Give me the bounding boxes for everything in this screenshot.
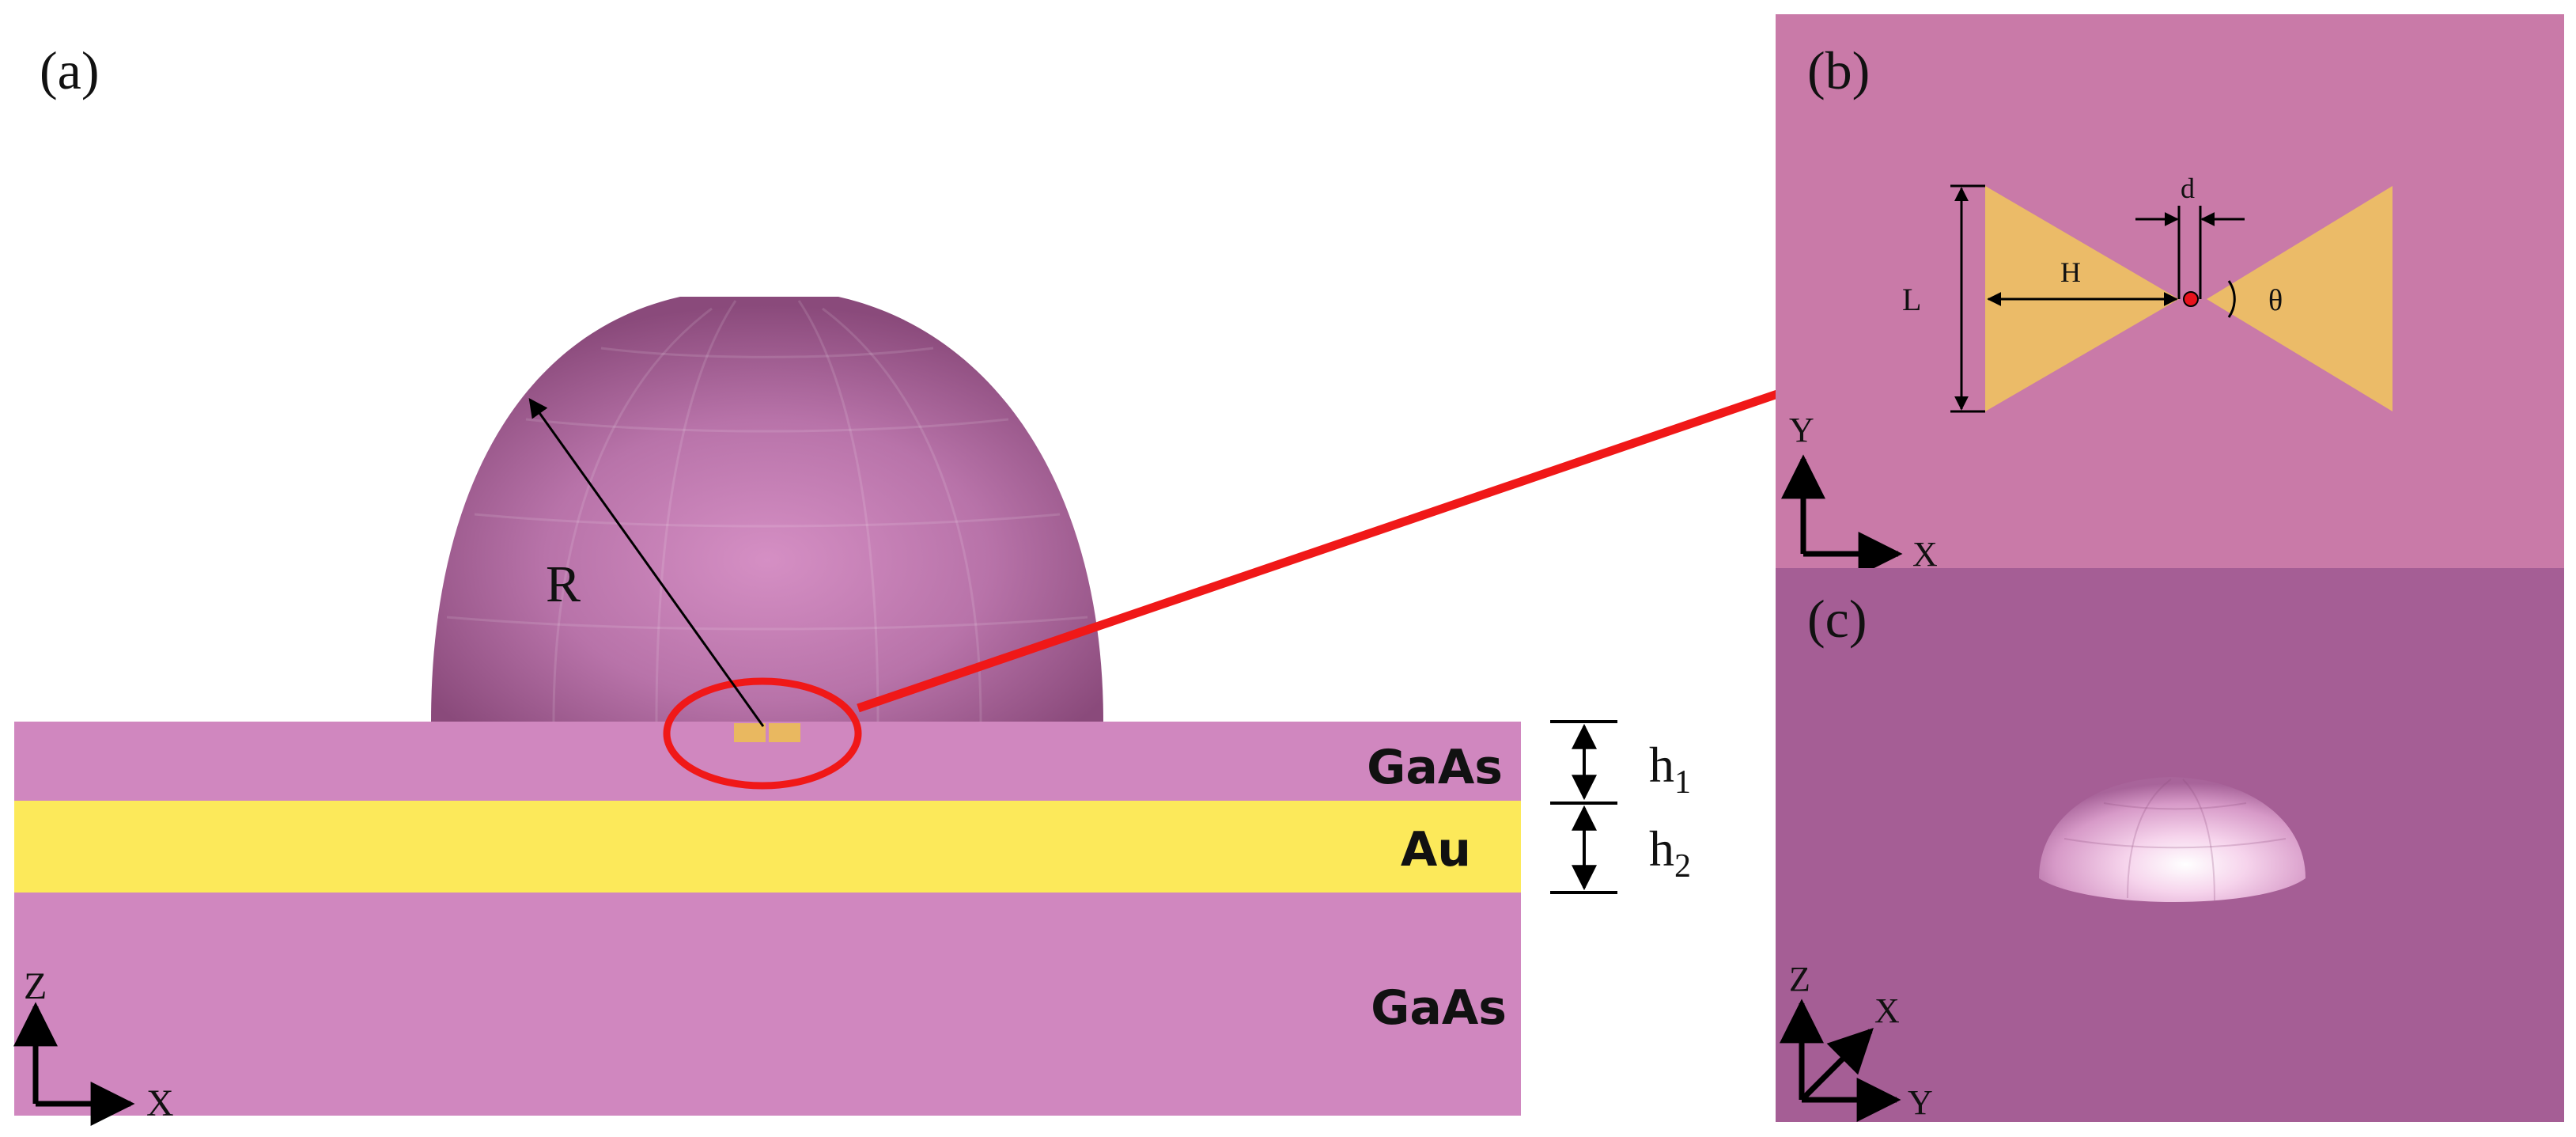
- antenna-right: [769, 723, 800, 742]
- panel-a-label: (a): [40, 40, 99, 100]
- radius-arrow: [528, 398, 765, 727]
- hemisphere-3d-mesh: [2063, 779, 2287, 901]
- axis-x-label-c: X: [1874, 991, 1900, 1030]
- thickness-markers: [1550, 720, 1617, 894]
- layer-gaas-top-label: GaAs: [1367, 740, 1503, 795]
- axes-zx: [13, 1002, 135, 1126]
- axis-y-label: Y: [1789, 411, 1814, 449]
- highlight-ellipse: [663, 677, 862, 790]
- layer-au: [14, 801, 1521, 893]
- layer-au-label: Au: [1401, 822, 1471, 877]
- axis-x-label-b: X: [1912, 535, 1938, 574]
- axes-zxy: [1780, 999, 1901, 1122]
- axes-yx: [1781, 454, 1903, 576]
- hemisphere-dome: [431, 297, 1103, 722]
- dimension-d: [2135, 206, 2245, 299]
- angle-label: θ: [2268, 284, 2283, 317]
- dimension-l-label: L: [1902, 282, 1921, 317]
- angle-arc: [2227, 280, 2236, 318]
- antenna-left: [734, 723, 766, 742]
- panel-b: (b) L H d θ Y X: [1776, 14, 2564, 576]
- panel-b-label: (b): [1807, 40, 1870, 100]
- panel-b-background: [1776, 14, 2564, 568]
- feed-gap-dot: [2183, 291, 2199, 307]
- dome-mesh: [446, 300, 1088, 722]
- radius-label: R: [546, 555, 581, 613]
- panel-c: (c) Z X Y: [1776, 568, 2564, 1122]
- dimension-d-label: d: [2181, 172, 2195, 204]
- axis-y-label-c: Y: [1908, 1083, 1933, 1122]
- axis-x-label: X: [146, 1082, 174, 1124]
- dimension-h-label: H: [2060, 256, 2081, 288]
- axis-z-label-c: Z: [1789, 960, 1810, 999]
- hemisphere-3d: [2039, 777, 2306, 902]
- bowtie-right-triangle: [2207, 186, 2393, 411]
- h1-label: h1: [1649, 737, 1691, 801]
- panel-a: (a) GaAs Au GaAs R: [13, 40, 1691, 1126]
- dimension-l: [1950, 184, 1985, 413]
- layer-gaas-substrate: [14, 893, 1521, 1116]
- layer-gaas-substrate-label: GaAs: [1371, 980, 1507, 1036]
- h2-label: h2: [1649, 821, 1691, 885]
- axis-z-label: Z: [24, 965, 47, 1007]
- panel-c-label: (c): [1807, 589, 1867, 649]
